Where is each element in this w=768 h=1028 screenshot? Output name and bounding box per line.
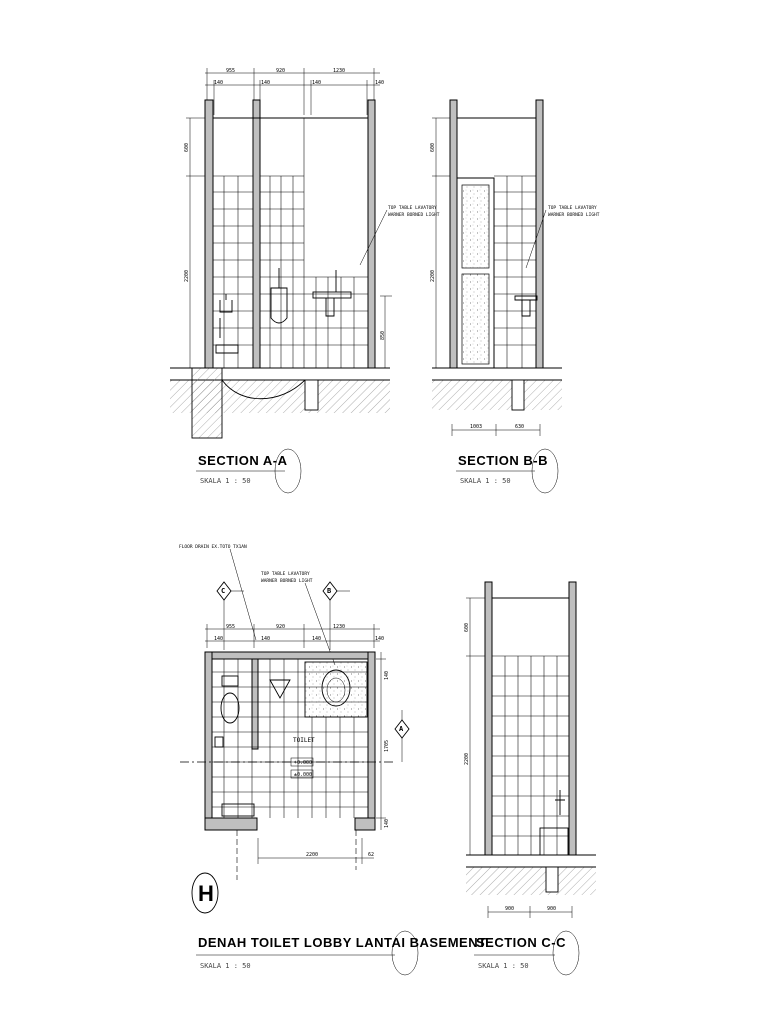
dim-top-1: 955 [226,68,235,74]
dim-bottom-2: 630 [515,424,524,430]
dim-side-600: 600 [430,143,436,152]
plan-title: DENAH TOILET LOBBY LANTAI BASEMENT [198,935,487,950]
elevation-tag-1: +0.000 [294,760,312,766]
section-marker-b: B [322,581,350,650]
section-bb: 600 2200 TOP TABLE LAVATORY WARNER BORNE… [430,99,600,494]
note-lavatory-1: TOP TABLE LAVATORY [261,571,310,577]
note-lavatory-1: TOP TABLE LAVATORY [548,205,597,211]
dim-right-1: 140 [384,671,390,680]
dim-right-3: 140 [384,819,390,828]
dim-bottom-1: 900 [505,906,514,912]
plan-scale: SKALA 1 : 50 [200,962,251,970]
dim-side-600: 600 [184,143,190,152]
svg-text:B: B [327,587,331,595]
elevation-tag-2: ±0.000 [294,772,312,778]
section-marker-c: C [216,581,244,650]
note-lavatory-2: WARNER BORNED LIGHT [548,212,600,218]
note-lavatory-2: WARNER BORNED LIGHT [388,212,440,218]
section-aa: 955 920 1230 140 140 140 140 600 2200 85… [170,68,440,494]
note-lavatory-2: WARNER BORNED LIGHT [261,578,313,584]
dim-850: 850 [380,331,386,340]
dim-sub-2: 140 [261,636,270,642]
dim-top-2: 920 [276,624,285,630]
dim-bottom-2200: 2200 [306,852,318,858]
svg-text:A: A [399,725,404,733]
dim-top-1: 955 [226,624,235,630]
dim-side-600: 600 [464,623,470,632]
dim-bottom-2: 900 [547,906,556,912]
dim-sub-1: 140 [214,80,223,86]
dim-top-2: 920 [276,68,285,74]
dim-side-2200: 2200 [430,270,436,282]
dim-bottom-62: 62 [368,852,374,858]
dim-sub-1: 140 [214,636,223,642]
dim-side-2200: 2200 [184,270,190,282]
note-lavatory-1: TOP TABLE LAVATORY [388,205,437,211]
room-label: TOILET [293,737,315,744]
dim-sub-4: 140 [375,80,384,86]
floor-plan: FLOOR DRAIN EX.TOTO TX1AN TOP TABLE LAVA… [179,544,487,976]
section-cc-scale: SKALA 1 : 50 [478,962,529,970]
dim-right-2: 1705 [384,740,390,752]
svg-text:C: C [221,587,225,595]
section-bb-title: SECTION B-B [458,453,548,468]
dim-sub-2: 140 [261,80,270,86]
dim-top-3: 1230 [333,624,345,630]
note-floor-drain: FLOOR DRAIN EX.TOTO TX1AN [179,544,247,550]
dim-top-3: 1230 [333,68,345,74]
dim-sub-3: 140 [312,80,321,86]
dim-bottom-1: 1003 [470,424,482,430]
dim-sub-3: 140 [312,636,321,642]
section-cc-title: SECTION C-C [476,935,566,950]
section-aa-title: SECTION A-A [198,453,288,468]
grid-bubble-h: H [198,881,214,906]
dim-side-2200: 2200 [464,753,470,765]
section-bb-scale: SKALA 1 : 50 [460,477,511,485]
section-aa-scale: SKALA 1 : 50 [200,477,251,485]
section-cc: 600 2200 900 900 SECTION C-C SKALA 1 : 5… [464,581,596,976]
section-marker-a: A [394,710,410,739]
dim-sub-4: 140 [375,636,384,642]
